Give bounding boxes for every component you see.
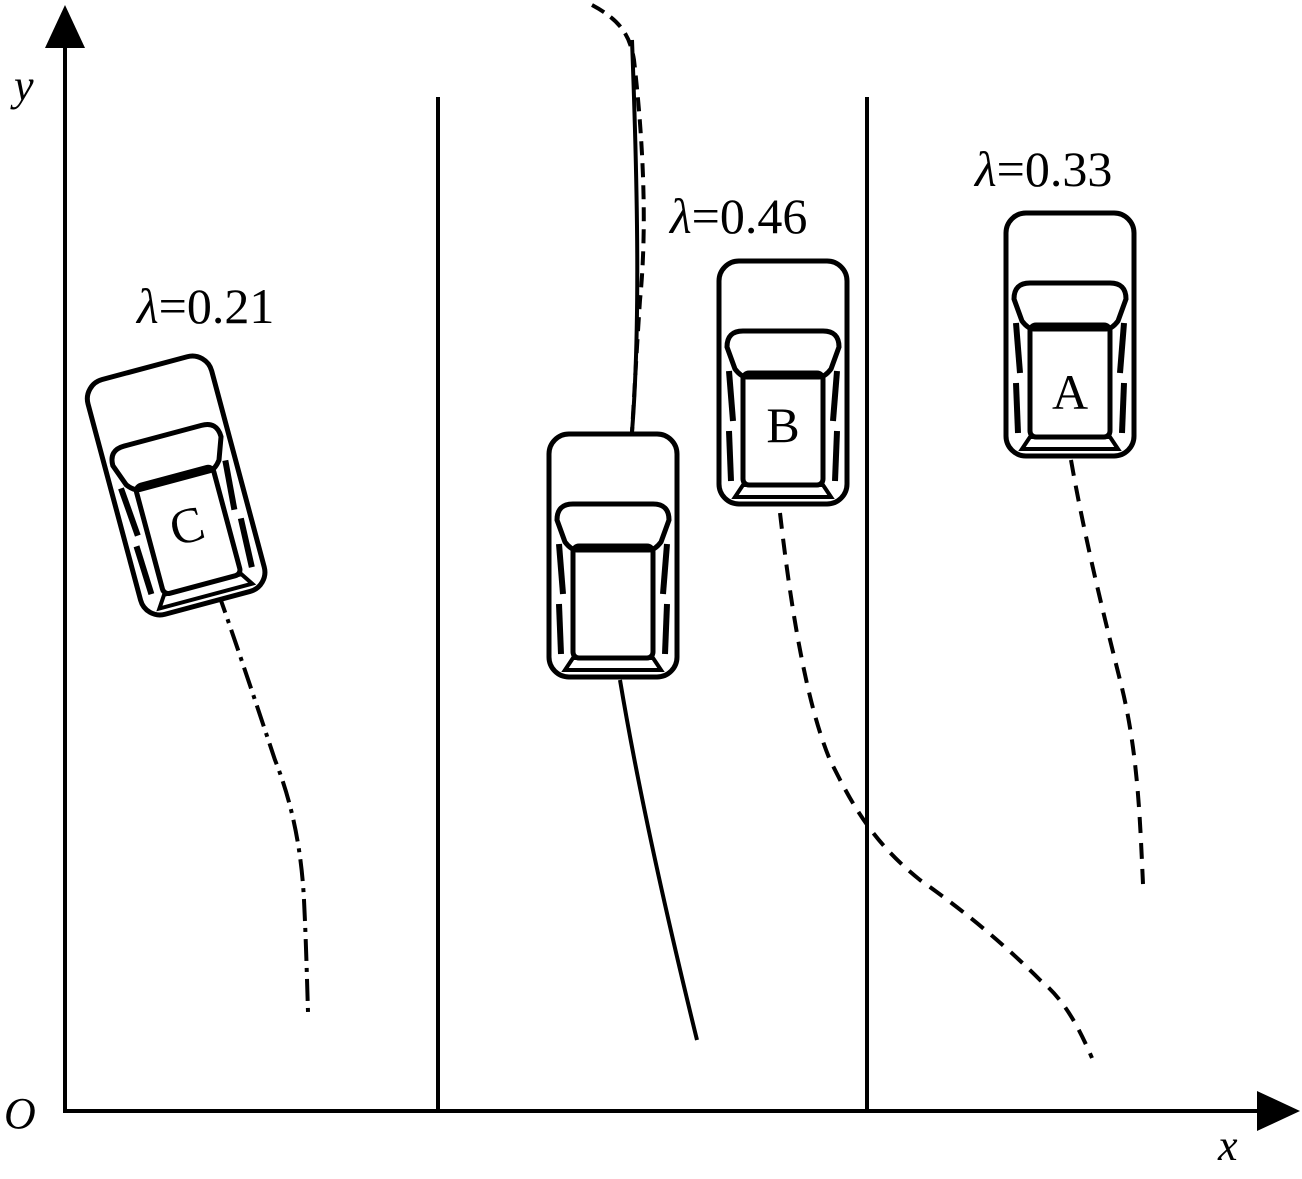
x-axis-arrow (1257, 1091, 1300, 1131)
lambda-B-value: =0.46 (692, 188, 808, 244)
vehicle-B: B (719, 261, 847, 504)
vehicle-A: A (1006, 213, 1134, 456)
trajectory-ego-dashed (591, 3, 646, 433)
origin-label: O (4, 1089, 36, 1138)
lambda-A: λ=0.33 (973, 141, 1112, 197)
y-axis-label: y (10, 61, 34, 110)
x-axis-label: x (1217, 1121, 1238, 1170)
y-axis-arrow (45, 5, 85, 48)
vehicle-C: C (83, 352, 270, 620)
lambda-C-symbol: λ (135, 278, 159, 334)
vehicle-B-label: B (766, 397, 799, 453)
lambda-B-symbol: λ (668, 188, 692, 244)
vehicle-ego (549, 434, 677, 677)
lambda-C: λ=0.21 (135, 278, 274, 334)
lambda-C-value: =0.21 (159, 278, 275, 334)
trajectory-B (778, 512, 1094, 1059)
lambda-A-symbol: λ (973, 141, 997, 197)
lambda-A-value: =0.33 (997, 141, 1113, 197)
lambda-B: λ=0.46 (668, 188, 807, 244)
trajectory-C (216, 591, 310, 1013)
trajectory-A (1069, 459, 1145, 885)
vehicle-A-label: A (1052, 364, 1088, 420)
